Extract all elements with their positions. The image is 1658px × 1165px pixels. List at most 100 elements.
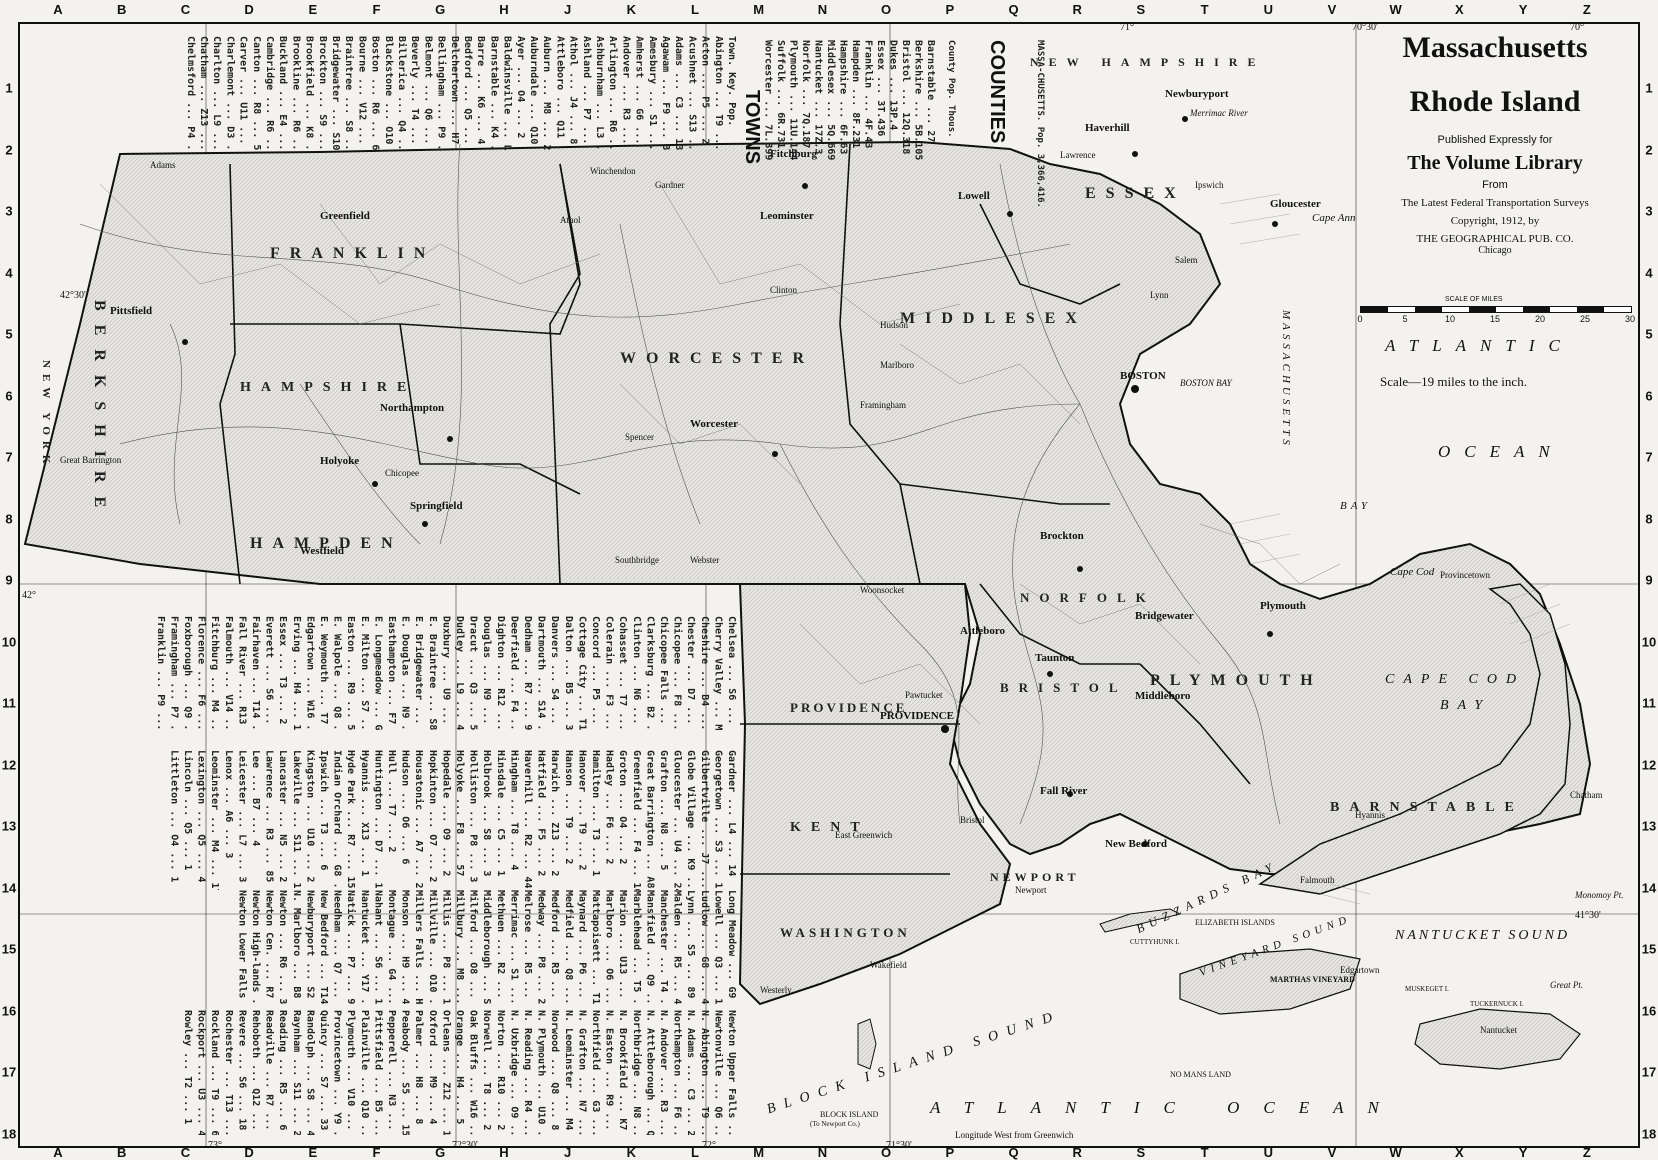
town-row: Palmer ... H8 ... 8 xyxy=(413,1010,425,1125)
town-row: Housatonic ... A7 ... 2 xyxy=(413,750,425,889)
town-row: Newton Lower Falls ... P6 ... 2 xyxy=(236,890,248,1005)
grid-column-e: E xyxy=(308,2,318,17)
town-row: Billerica ... Q4 ... 2 xyxy=(396,36,407,151)
town-row: Duxbury ... U9 ... 2 xyxy=(440,616,452,731)
grid-column-j: J xyxy=(563,2,572,17)
city-east-greenwich: East Greenwich xyxy=(835,830,893,840)
town-row: Marion ... U13 ... 1 xyxy=(617,890,629,1005)
county-barnstable: BARNSTABLE xyxy=(1330,800,1524,815)
town-row: Mansfield ... Q9 ... 5 xyxy=(644,890,656,1005)
town-row: Methuen ... R2 ... 11 xyxy=(494,890,506,1005)
town-row: Braintree ... S8 ... 8 xyxy=(343,36,355,151)
water-atlantic-bottom: ATLANTIC OCEAN xyxy=(930,1098,1403,1117)
city-middleboro: Middleboro xyxy=(1135,690,1191,702)
grid-row-3: 3 xyxy=(5,203,13,219)
water-nantucket-sound: NANTUCKET SOUND xyxy=(1395,928,1571,943)
grid-column-g: G xyxy=(435,1145,446,1160)
town-row: Orange ... H4 ... 5 xyxy=(454,1010,465,1125)
publisher-city: Chicago xyxy=(1478,245,1512,256)
town-row: Falmouth ... V14 ... 3 xyxy=(222,616,234,731)
town-row: N. Abington ... T9 ... 3 xyxy=(698,1010,710,1135)
town-row: Barnstable ... K4 ... 4 xyxy=(488,36,500,151)
town-row: E. Weymouth ... T7 ... 3 xyxy=(318,616,329,731)
town-row: Hudson ... O6 ... 6 xyxy=(399,750,411,865)
town-row: Randolph ... S8 ... 4 xyxy=(304,1010,316,1135)
grid-row-1: 1 xyxy=(1645,80,1653,96)
town-row: Revere ... S6 ... 18 xyxy=(236,1010,248,1131)
feature-longitude-note: Longitude West from Greenwich xyxy=(955,1130,1074,1140)
towns-heading: TOWNS xyxy=(741,90,763,165)
town-row: Hanson ... T9 ... 2 xyxy=(562,750,574,865)
town-row: Newton ... R6 ... 39 xyxy=(277,890,289,1005)
town-row: Newtonville ... Q6 ... 4 xyxy=(712,1010,724,1135)
city-edgartown: Edgartown xyxy=(1340,965,1380,975)
town-row: Hingham ... T8 ... 4 xyxy=(508,750,520,871)
coordinate-label: 70° xyxy=(1570,22,1584,33)
grid-column-p: P xyxy=(945,2,955,17)
county-bristol: BRISTOL xyxy=(1000,680,1128,695)
county-row: Barnstable ... 27 xyxy=(925,40,936,143)
town-row: Northbridge ... N8 ... 8 xyxy=(630,1010,642,1135)
grid-row-10: 10 xyxy=(1641,634,1657,649)
water-ocean-top: OCEAN xyxy=(1438,442,1564,461)
city-greenfield: Greenfield xyxy=(320,210,370,222)
city-hudson: Hudson xyxy=(880,320,909,330)
coordinate-label: 71°30' xyxy=(886,1140,912,1151)
scale-tick: 25 xyxy=(1579,314,1591,324)
town-row: Leicester ... L7 ... 3 xyxy=(236,750,248,883)
town-row: Rockland ... T9 ... 6 xyxy=(209,1010,221,1135)
grid-column-u: U xyxy=(1263,1145,1273,1160)
town-row: N. Leominster ... M4 ... 2 xyxy=(562,1010,574,1135)
grid-row-17: 17 xyxy=(1,1064,17,1080)
town-row: Hatfield ... F5 ... 2 xyxy=(535,750,547,877)
roads xyxy=(99,183,1341,725)
town-row: Newburyport ... S2 ... 14 xyxy=(304,890,316,1005)
city-salem: Salem xyxy=(1175,255,1198,265)
town-row: Groton ... O4 ... 2 xyxy=(617,750,629,865)
map-title-massachusetts: Massachusetts xyxy=(1402,31,1588,64)
city-great-barrington: Great Barrington xyxy=(60,455,122,465)
town-row: Rockport ... U3 ... 4 xyxy=(195,1010,207,1135)
coordinate-label: 70°30' xyxy=(1352,22,1378,33)
county-row: Hampden ... 8F.231 xyxy=(850,40,861,149)
city-webster: Webster xyxy=(690,555,720,565)
town-row: E. Braintree ... S8 ... 1 xyxy=(426,616,438,731)
town-row: Chelsea ... S6 ... 32 xyxy=(726,616,737,731)
scale-tick: 5 xyxy=(1402,314,1408,324)
county-providence: PROVIDENCE xyxy=(790,700,908,715)
city-bridgewater: Bridgewater xyxy=(1135,610,1194,622)
grid-column-n: N xyxy=(817,1145,828,1160)
city-fitchburg: Fitchburg xyxy=(770,148,818,160)
county-row: Norfolk ... 7Q.187 xyxy=(800,40,811,149)
county-row: Suffolk ... 6R.731 xyxy=(775,40,786,149)
city-westfield: Westfield xyxy=(300,545,344,557)
city-haverhill: Haverhill xyxy=(1085,122,1130,134)
city-adams: Adams xyxy=(150,160,176,170)
town-row: Medfield ... Q8 ... 4 xyxy=(562,890,574,1005)
town-row: Boston ... R6 ... 670 xyxy=(369,36,381,151)
city-lynn: Lynn xyxy=(1150,290,1169,300)
grid-column-p: P xyxy=(945,1145,955,1160)
city-lawrence: Lawrence xyxy=(1060,150,1096,160)
grid-column-k: K xyxy=(626,2,636,17)
town-row: Pepperell ... N3 ... 3 xyxy=(386,1010,397,1135)
town-row: N. Andover ... R3 ... 5 xyxy=(658,1010,669,1135)
town-row: Nahant ... S6 ... 1 xyxy=(372,890,384,1005)
town-row: Cottage City ... T15 ... 1 xyxy=(576,616,588,731)
town-row: Reading ... R5 ... 6 xyxy=(277,1010,289,1131)
town-row: Essex ... T3 ... 2 xyxy=(277,616,289,725)
town-row: Everett ... S6 ... 33 xyxy=(263,616,275,731)
grid-column-j: J xyxy=(563,1145,572,1160)
water-atlantic-top: ATLANTIC xyxy=(1385,336,1574,355)
grid-row-8: 8 xyxy=(1645,511,1653,526)
grid-column-a: A xyxy=(53,2,63,17)
town-row: Acton ... P5 ... 2 xyxy=(699,36,711,145)
coordinate-label: 71° xyxy=(1120,22,1134,33)
town-row: Clarksburg ... B2 ... 1 xyxy=(644,616,656,731)
town-row: E. Douglas ... N9 ... 1 xyxy=(399,616,411,731)
town-row: Grafton ... N8 ... 5 xyxy=(658,750,669,871)
town-row: Fall River ... R13 ... 119 xyxy=(236,616,248,731)
town-row: Canton ... R8 ... 5 xyxy=(250,36,262,151)
town-row: Millbury ... M8 ... 4 xyxy=(454,890,465,1005)
